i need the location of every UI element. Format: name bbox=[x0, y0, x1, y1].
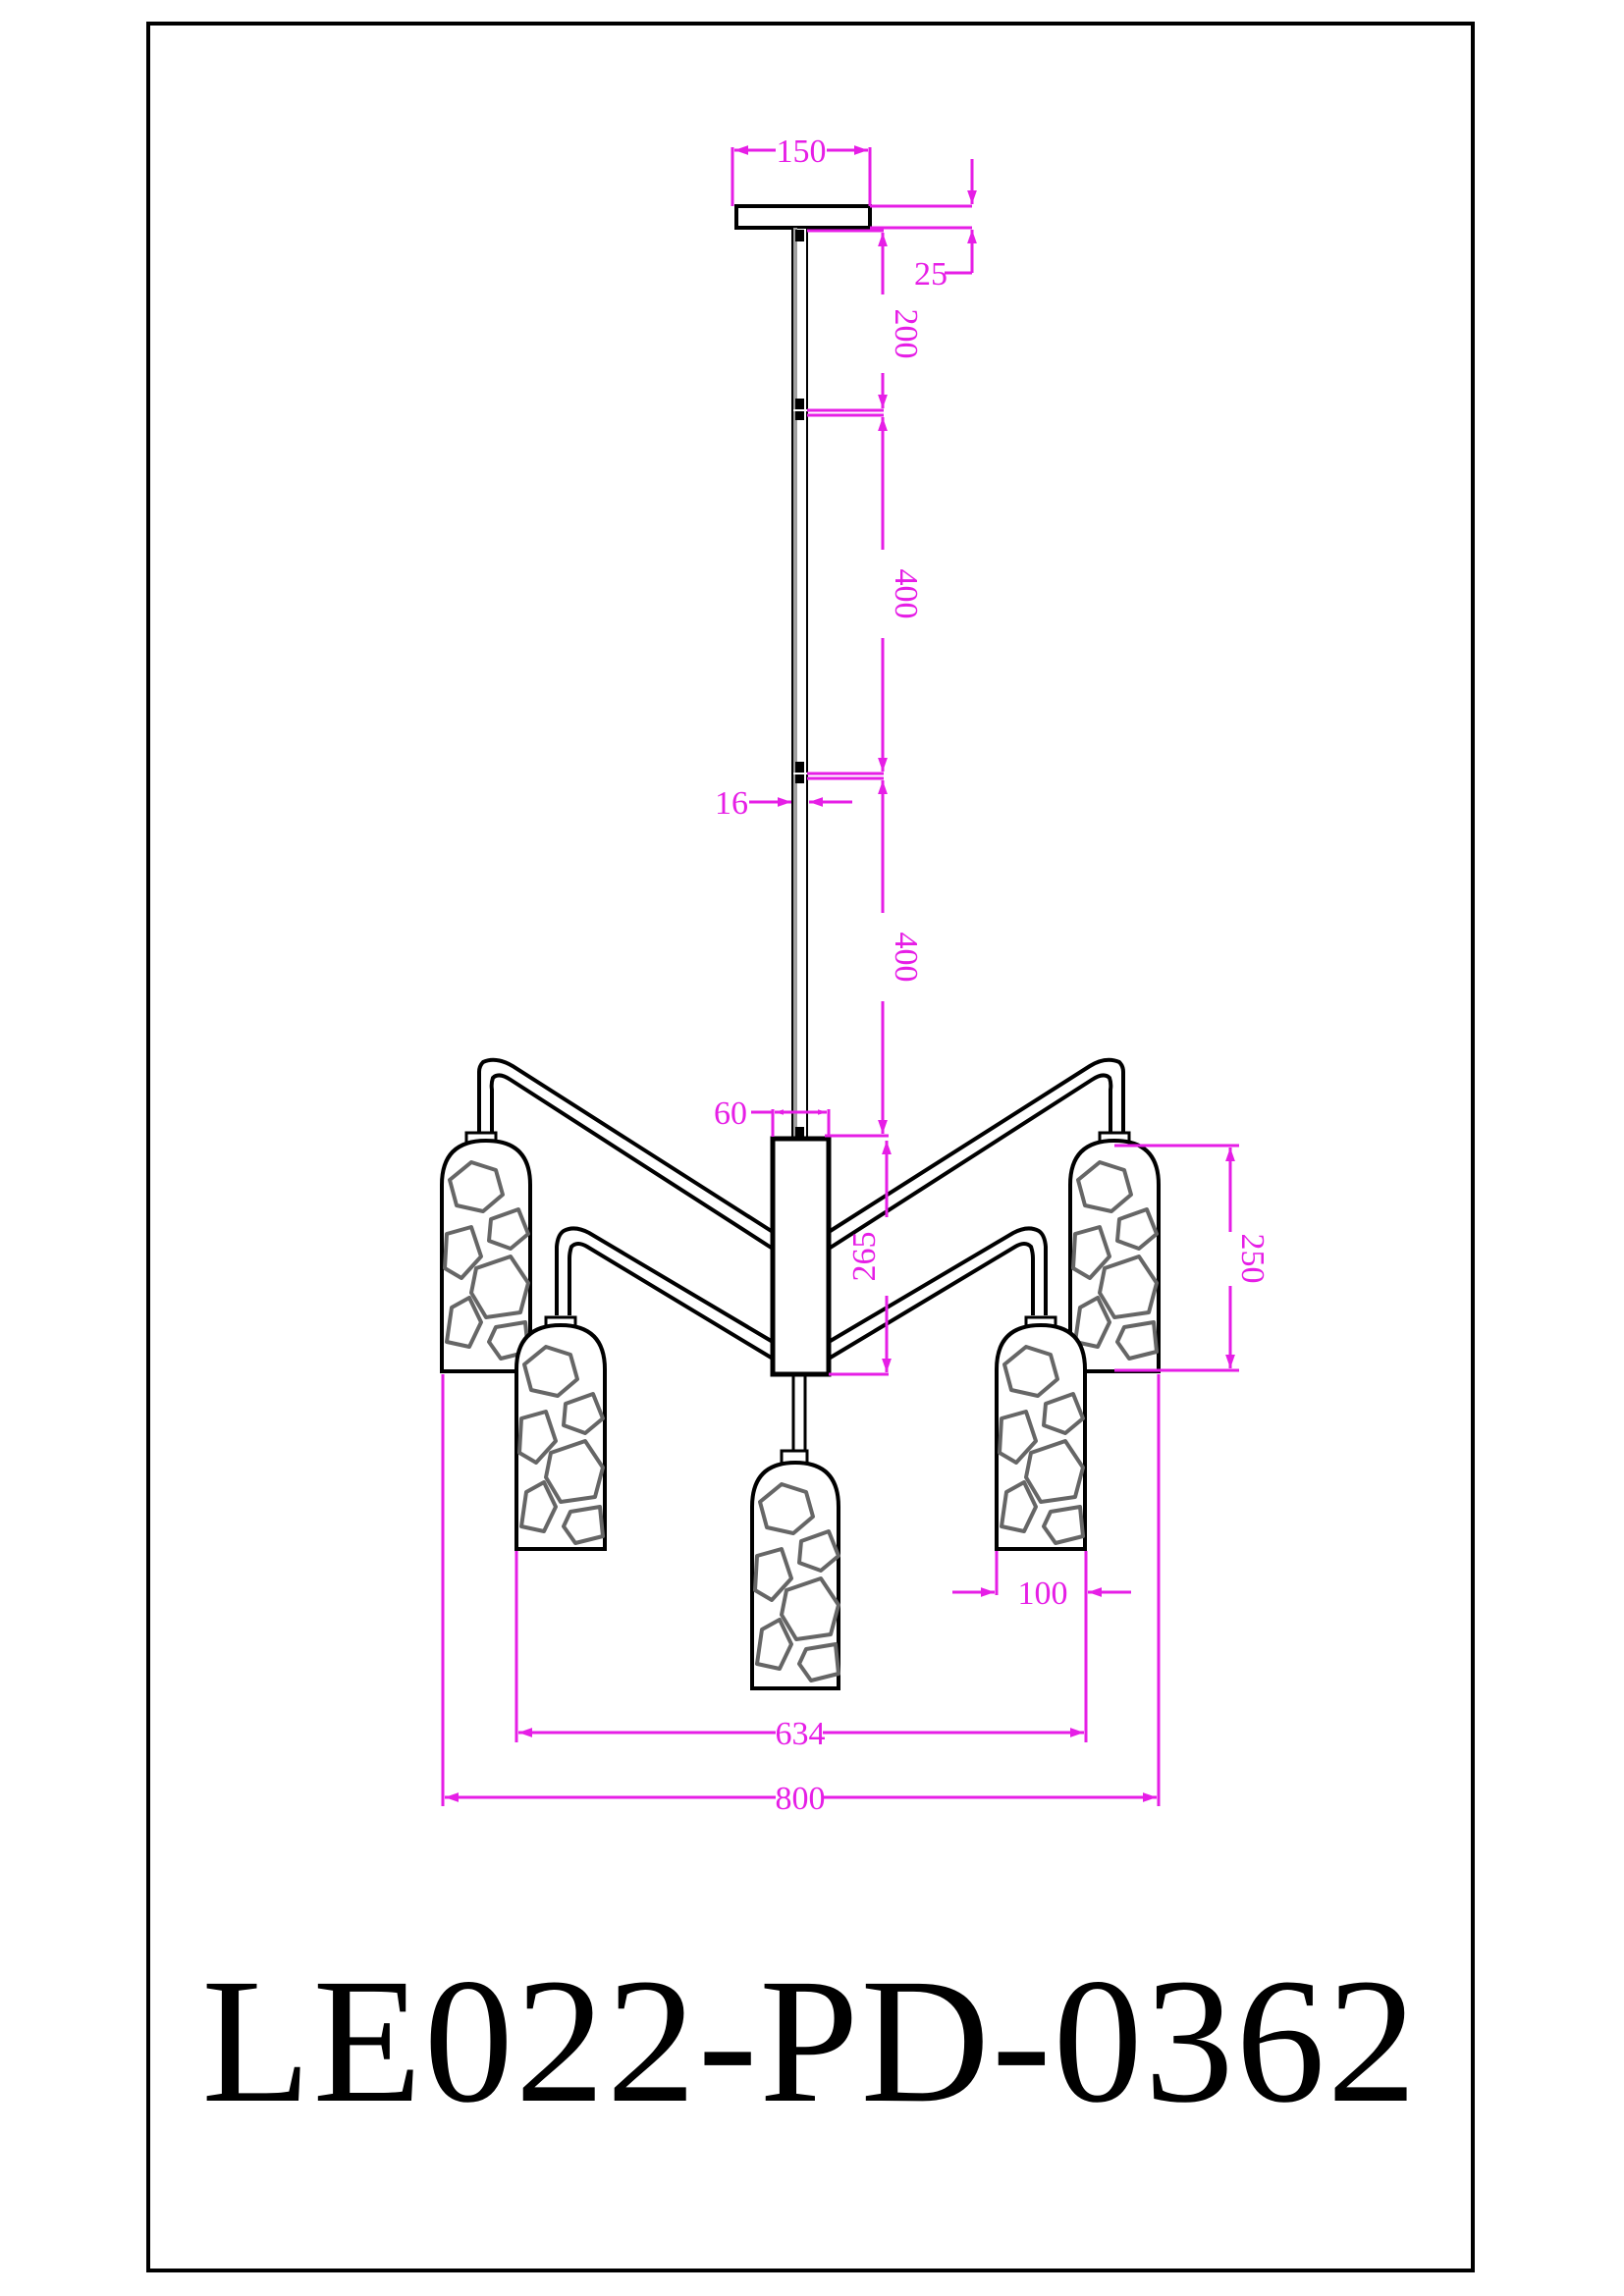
dim-inner-span: 634 bbox=[776, 1716, 826, 1752]
dim-canopy-height: 25 bbox=[914, 256, 947, 293]
dim-shade-width: 100 bbox=[1018, 1575, 1068, 1612]
central-body bbox=[770, 1136, 832, 1377]
canopy bbox=[734, 204, 872, 230]
model-number-title: LE022-PD-0362 bbox=[201, 1943, 1419, 2140]
dim-rod-diameter: 16 bbox=[715, 785, 748, 822]
pendant-shade-left-top bbox=[440, 1131, 532, 1373]
pendant-shade-right-top bbox=[1068, 1131, 1161, 1373]
dim-canopy-width: 150 bbox=[777, 133, 827, 170]
dim-body-width: 60 bbox=[714, 1095, 747, 1132]
suspension-rod bbox=[791, 227, 808, 1142]
pendant-shade-center bbox=[750, 1449, 840, 1690]
arms bbox=[477, 1057, 1125, 1361]
dim-body-height: 265 bbox=[846, 1232, 883, 1282]
dim-rod-segment-2: 400 bbox=[888, 569, 924, 619]
dim-overall-width: 800 bbox=[776, 1781, 826, 1817]
dimension-lines bbox=[441, 145, 1239, 1806]
pendant-shade-right-low bbox=[995, 1315, 1087, 1551]
drawing-frame bbox=[146, 22, 1475, 2272]
pendant-shade-left-low bbox=[514, 1315, 607, 1551]
dim-rod-segment-1: 200 bbox=[888, 309, 924, 359]
center-stem bbox=[791, 1374, 807, 1451]
dim-rod-segment-3: 400 bbox=[888, 933, 924, 983]
dim-shade-height: 250 bbox=[1234, 1234, 1271, 1284]
